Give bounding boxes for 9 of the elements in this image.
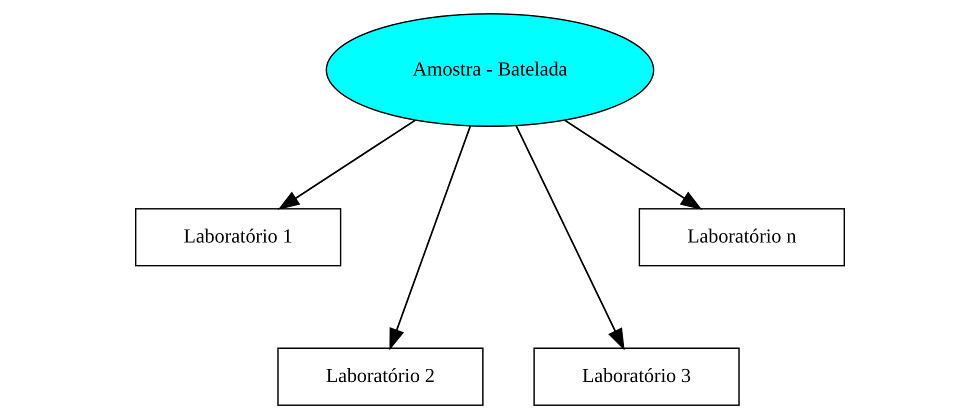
arrow (564, 120, 702, 210)
node-box: Laboratório n (638, 208, 845, 266)
node-ellipse: Amostra - Batelada (325, 13, 654, 127)
node-box: Laboratório 3 (532, 348, 740, 406)
arrow (277, 120, 416, 210)
node-box: Laboratório 1 (134, 208, 341, 266)
arrow (514, 125, 624, 351)
arrow (388, 126, 470, 350)
node-box: Laboratório 2 (276, 348, 484, 406)
